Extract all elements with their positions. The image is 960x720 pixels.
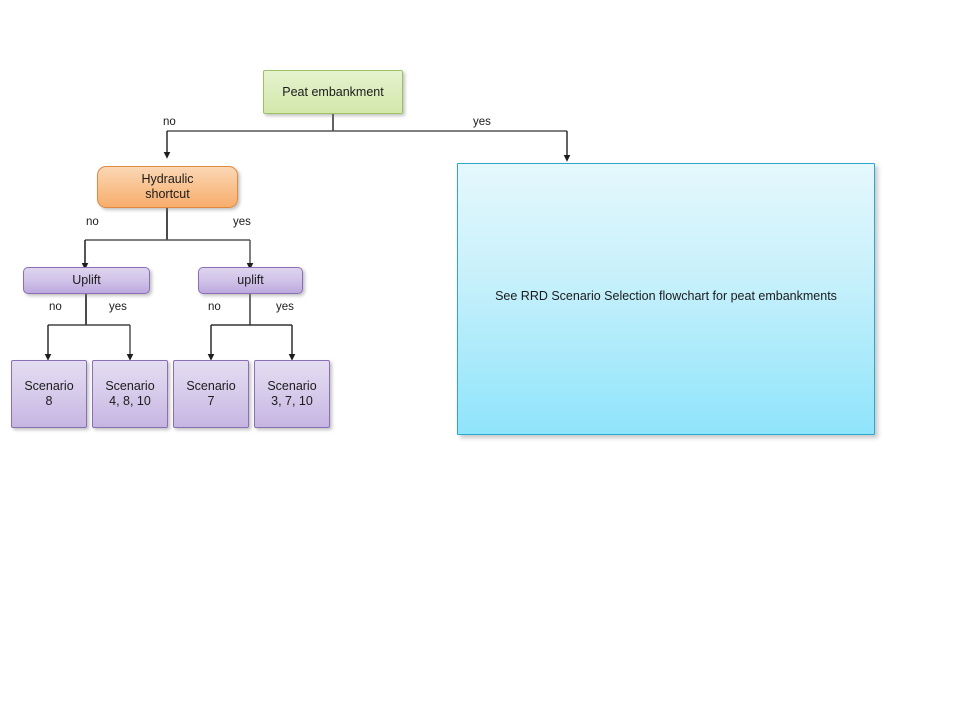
node-scenario-8[interactable]: Scenario 8 [11, 360, 87, 428]
node-scenario-3-7-10[interactable]: Scenario 3, 7, 10 [254, 360, 330, 428]
node-uplift-right[interactable]: uplift [198, 267, 303, 294]
node-uplift-left[interactable]: Uplift [23, 267, 150, 294]
edge-label-root-yes: yes [473, 116, 491, 128]
edge-label-hs-yes: yes [233, 216, 251, 228]
edge-uplift-right-split [207, 294, 296, 361]
edge-label-uplift-left-yes: yes [109, 301, 127, 313]
node-rrd-reference-panel[interactable]: See RRD Scenario Selection flowchart for… [457, 163, 875, 435]
edge-label-uplift-left-no: no [49, 301, 62, 313]
node-scenario-7[interactable]: Scenario 7 [173, 360, 249, 428]
edge-hydraulic-shortcut-split [81, 208, 254, 270]
edge-label-uplift-right-yes: yes [276, 301, 294, 313]
edge-label-root-no: no [163, 116, 176, 128]
edge-label-hs-no: no [86, 216, 99, 228]
node-peat-embankment[interactable]: Peat embankment [263, 70, 403, 114]
edge-label-uplift-right-no: no [208, 301, 221, 313]
node-hydraulic-shortcut[interactable]: Hydraulic shortcut [97, 166, 238, 208]
node-scenario-4-8-10[interactable]: Scenario 4, 8, 10 [92, 360, 168, 428]
edge-uplift-left-split [44, 294, 134, 361]
edge-root-split [163, 114, 571, 162]
